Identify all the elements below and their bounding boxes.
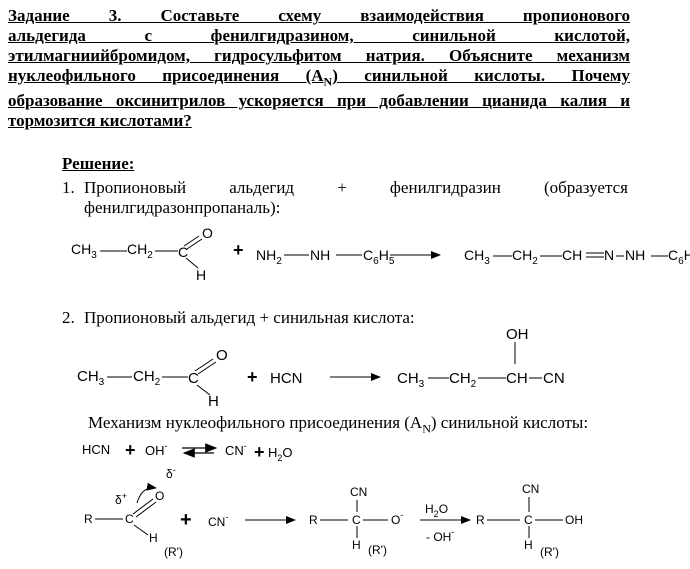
step-1-word-2: альдегид bbox=[229, 178, 295, 197]
task-line-6: тормозится кислотами? bbox=[8, 111, 192, 131]
r2-p-ch3: CH3 bbox=[397, 370, 425, 390]
m-p-hydrogen: H bbox=[524, 538, 533, 552]
solution-heading: Решение: bbox=[62, 154, 135, 173]
task-line-4a: нуклеофильного присоединения (A bbox=[8, 66, 324, 85]
r1-oxygen: O bbox=[202, 225, 213, 241]
m-i-r: R bbox=[309, 513, 318, 527]
r1-carbon: C bbox=[178, 244, 188, 260]
r1-p-nh: NH bbox=[625, 247, 645, 263]
r2-ch3: CH3 bbox=[77, 368, 105, 388]
eq-hcn: HCN bbox=[82, 442, 110, 457]
mechanism-heading: Механизм нуклеофильного присоединения (A… bbox=[88, 413, 588, 436]
step-1-word-3: + bbox=[337, 178, 347, 197]
step-1-number: 1. bbox=[62, 178, 75, 197]
m-p-oh: OH bbox=[565, 513, 583, 527]
r2-hcn: HCN bbox=[270, 370, 303, 387]
eq-h2o: H2O bbox=[268, 445, 293, 463]
r1-nh2: NH2 bbox=[256, 247, 282, 267]
m-p-r: R bbox=[476, 513, 485, 527]
mechanism-equilibrium: HCN + OH- CN- + H2O bbox=[82, 440, 293, 463]
r1-hydrogen: H bbox=[196, 267, 206, 283]
r1-ch3: CH3 bbox=[71, 241, 97, 261]
m-oxygen: O bbox=[155, 489, 164, 503]
r2-ch2: CH2 bbox=[133, 368, 161, 388]
m-rprime: (R') bbox=[164, 545, 183, 559]
r2-p-cn: CN bbox=[543, 370, 565, 387]
m-delta-minus: δ- bbox=[166, 465, 176, 481]
r2-p-ch2: CH2 bbox=[449, 370, 477, 390]
reaction-1: CH3 CH2 C O H + NH2 NH C6H5 CH3 CH2 CH N… bbox=[71, 225, 690, 283]
m-p-cn: CN bbox=[522, 482, 539, 496]
mechanism-text-b: ) синильной кислоты: bbox=[430, 413, 589, 432]
step-1-line-2: фенилгидразонпропаналь): bbox=[84, 198, 281, 217]
r2-p-ch: CH bbox=[506, 370, 528, 387]
m-i-hydrogen: H bbox=[352, 538, 361, 552]
r1-p-n: N bbox=[604, 247, 614, 263]
task-line-2: альдегида с фенилгидразином, синильной к… bbox=[8, 26, 630, 45]
task-line-5: образование оксинитрилов ускоряется при … bbox=[8, 91, 630, 111]
m-cn-ion: CN- bbox=[208, 512, 228, 529]
m-carbon: C bbox=[125, 512, 134, 526]
task-subscript-n: N bbox=[323, 74, 333, 89]
step-2-number: 2. bbox=[62, 308, 75, 327]
m-h2o: H2O bbox=[425, 502, 448, 519]
r2-p-oh: OH bbox=[506, 326, 529, 343]
mechanism-addition: R C δ+ O δ- H (R') + CN- R C CN O- H (R'… bbox=[84, 465, 583, 559]
m-p-rprime: (R') bbox=[540, 545, 559, 559]
step-2-text: Пропионовый альдегид + синильная кислота… bbox=[84, 308, 415, 327]
r1-c6h5: C6H5 bbox=[363, 247, 395, 267]
eq-cn: CN- bbox=[225, 441, 247, 458]
task-statement: Задание 3. Составьте схему взаимодействи… bbox=[8, 6, 630, 131]
r1-p-ch2: CH2 bbox=[512, 247, 538, 267]
r1-p-ch3: CH3 bbox=[464, 247, 490, 267]
m-r: R bbox=[84, 512, 93, 526]
m-minus-oh: - OH- bbox=[426, 527, 454, 544]
step-1-line-1: Пропионовый альдегид + фенилгидразин (об… bbox=[84, 178, 628, 198]
m-i-rprime: (R') bbox=[368, 543, 387, 557]
r2-carbon: C bbox=[188, 370, 199, 387]
eq-plus-1: + bbox=[125, 440, 136, 460]
m-p-carbon: C bbox=[524, 513, 533, 527]
r1-p-ch: CH bbox=[562, 247, 582, 263]
step-1-word-1: Пропионовый bbox=[84, 178, 187, 197]
mechanism-text-a: Механизм нуклеофильного присоединения (A bbox=[88, 413, 423, 432]
m-plus: + bbox=[180, 509, 192, 531]
r2-hydrogen: H bbox=[208, 393, 219, 410]
r1-ch2: CH2 bbox=[127, 241, 153, 261]
r1-nh: NH bbox=[310, 247, 330, 263]
r2-oxygen: O bbox=[216, 347, 228, 364]
r2-plus: + bbox=[247, 367, 258, 387]
mechanism-subscript-n: N bbox=[422, 421, 431, 436]
step-1-word-4: фенилгидразин bbox=[389, 178, 501, 197]
m-i-oxygen: O- bbox=[391, 510, 403, 527]
m-i-carbon: C bbox=[352, 513, 361, 527]
task-line-1: Задание 3. Составьте схему взаимодействи… bbox=[8, 6, 630, 25]
m-delta-plus: δ+ bbox=[115, 491, 127, 507]
task-line-4b: ) синильной кислоты. Почему bbox=[332, 66, 630, 85]
r1-p-c6: C6H bbox=[668, 247, 690, 267]
m-hydrogen: H bbox=[149, 531, 158, 545]
task-line-4: нуклеофильного присоединения (AN) синиль… bbox=[8, 66, 630, 91]
task-line-3: этилмагниийбромидом, гидросульфитом натр… bbox=[8, 46, 630, 65]
eq-oh: OH- bbox=[145, 441, 168, 458]
r1-plus: + bbox=[233, 240, 244, 260]
eq-plus-2: + bbox=[254, 442, 265, 462]
step-1-word-5: (образуется bbox=[543, 178, 628, 197]
reaction-2: CH3 CH2 C O H + HCN CH3 CH2 CH OH CN bbox=[77, 326, 565, 410]
m-i-cn: CN bbox=[350, 485, 367, 499]
